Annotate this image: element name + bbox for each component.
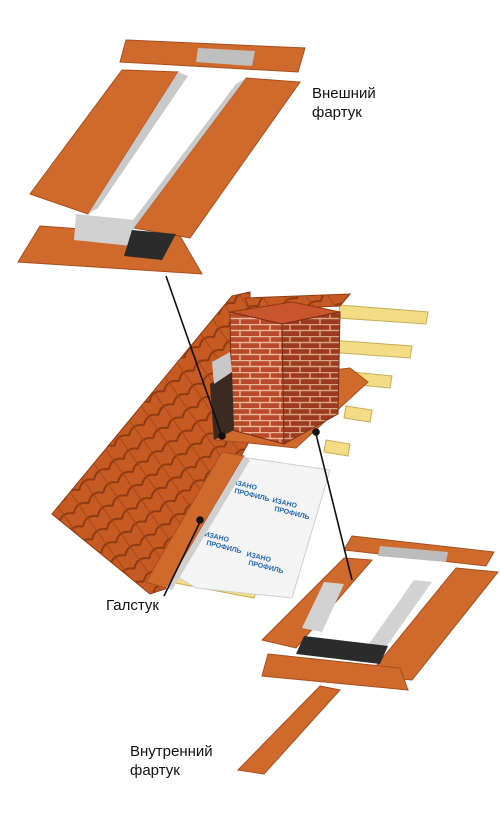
underlay-membrane: ИЗАНО ПРОФИЛЬ ИЗАНО ПРОФИЛЬ ИЗАНО ПРОФИЛ… (169, 457, 331, 599)
label-outer-apron-line2: фартук (312, 104, 362, 121)
inner-apron-bottom-gap (296, 636, 388, 664)
leader-line-outer-apron (165, 275, 223, 437)
batten (327, 339, 413, 359)
label-tie: Галстук (106, 597, 159, 614)
inner-apron-right-flange (366, 580, 432, 650)
chimney-side-face (281, 311, 341, 445)
outer-apron-right-flange (124, 78, 246, 232)
inner-apron-bottom-strip (261, 653, 409, 691)
chimney-back-metal (212, 352, 232, 384)
outer-apron-top-metal (196, 48, 255, 66)
inner-apron-left-flange (302, 582, 344, 632)
batten (323, 439, 351, 457)
inner-apron-tie-strip (236, 685, 341, 775)
label-outer-apron: Внешний фартук (312, 84, 376, 122)
inner-apron-top-metal (378, 546, 448, 562)
batten (337, 304, 429, 325)
outer-apron-left-flange (88, 72, 188, 214)
label-inner-apron-line2: фартук (130, 762, 180, 779)
label-inner-apron: Внутренний фартук (130, 742, 213, 780)
chimney (209, 301, 369, 449)
leader-line-inner-apron (315, 433, 353, 581)
leader-lines (163, 275, 353, 597)
tie-gutter (145, 451, 250, 590)
tie-metal-edge (166, 456, 250, 590)
inner-apron-right-side (367, 567, 499, 681)
leader-dot (312, 428, 320, 436)
inner-apron (236, 535, 499, 775)
outer-apron (17, 39, 306, 275)
leader-line-tie (163, 521, 201, 597)
outer-apron-bottom-metal (74, 214, 134, 246)
batten (343, 405, 373, 423)
leader-dot (196, 516, 204, 524)
outer-apron-bottom-gap (124, 230, 176, 260)
chimney-front-face (229, 311, 285, 445)
label-inner-apron-line1: Внутренний (130, 743, 213, 760)
chimney-left-shadow (210, 370, 234, 440)
leader-dot (218, 432, 226, 440)
label-outer-apron-line1: Внешний (312, 85, 376, 102)
